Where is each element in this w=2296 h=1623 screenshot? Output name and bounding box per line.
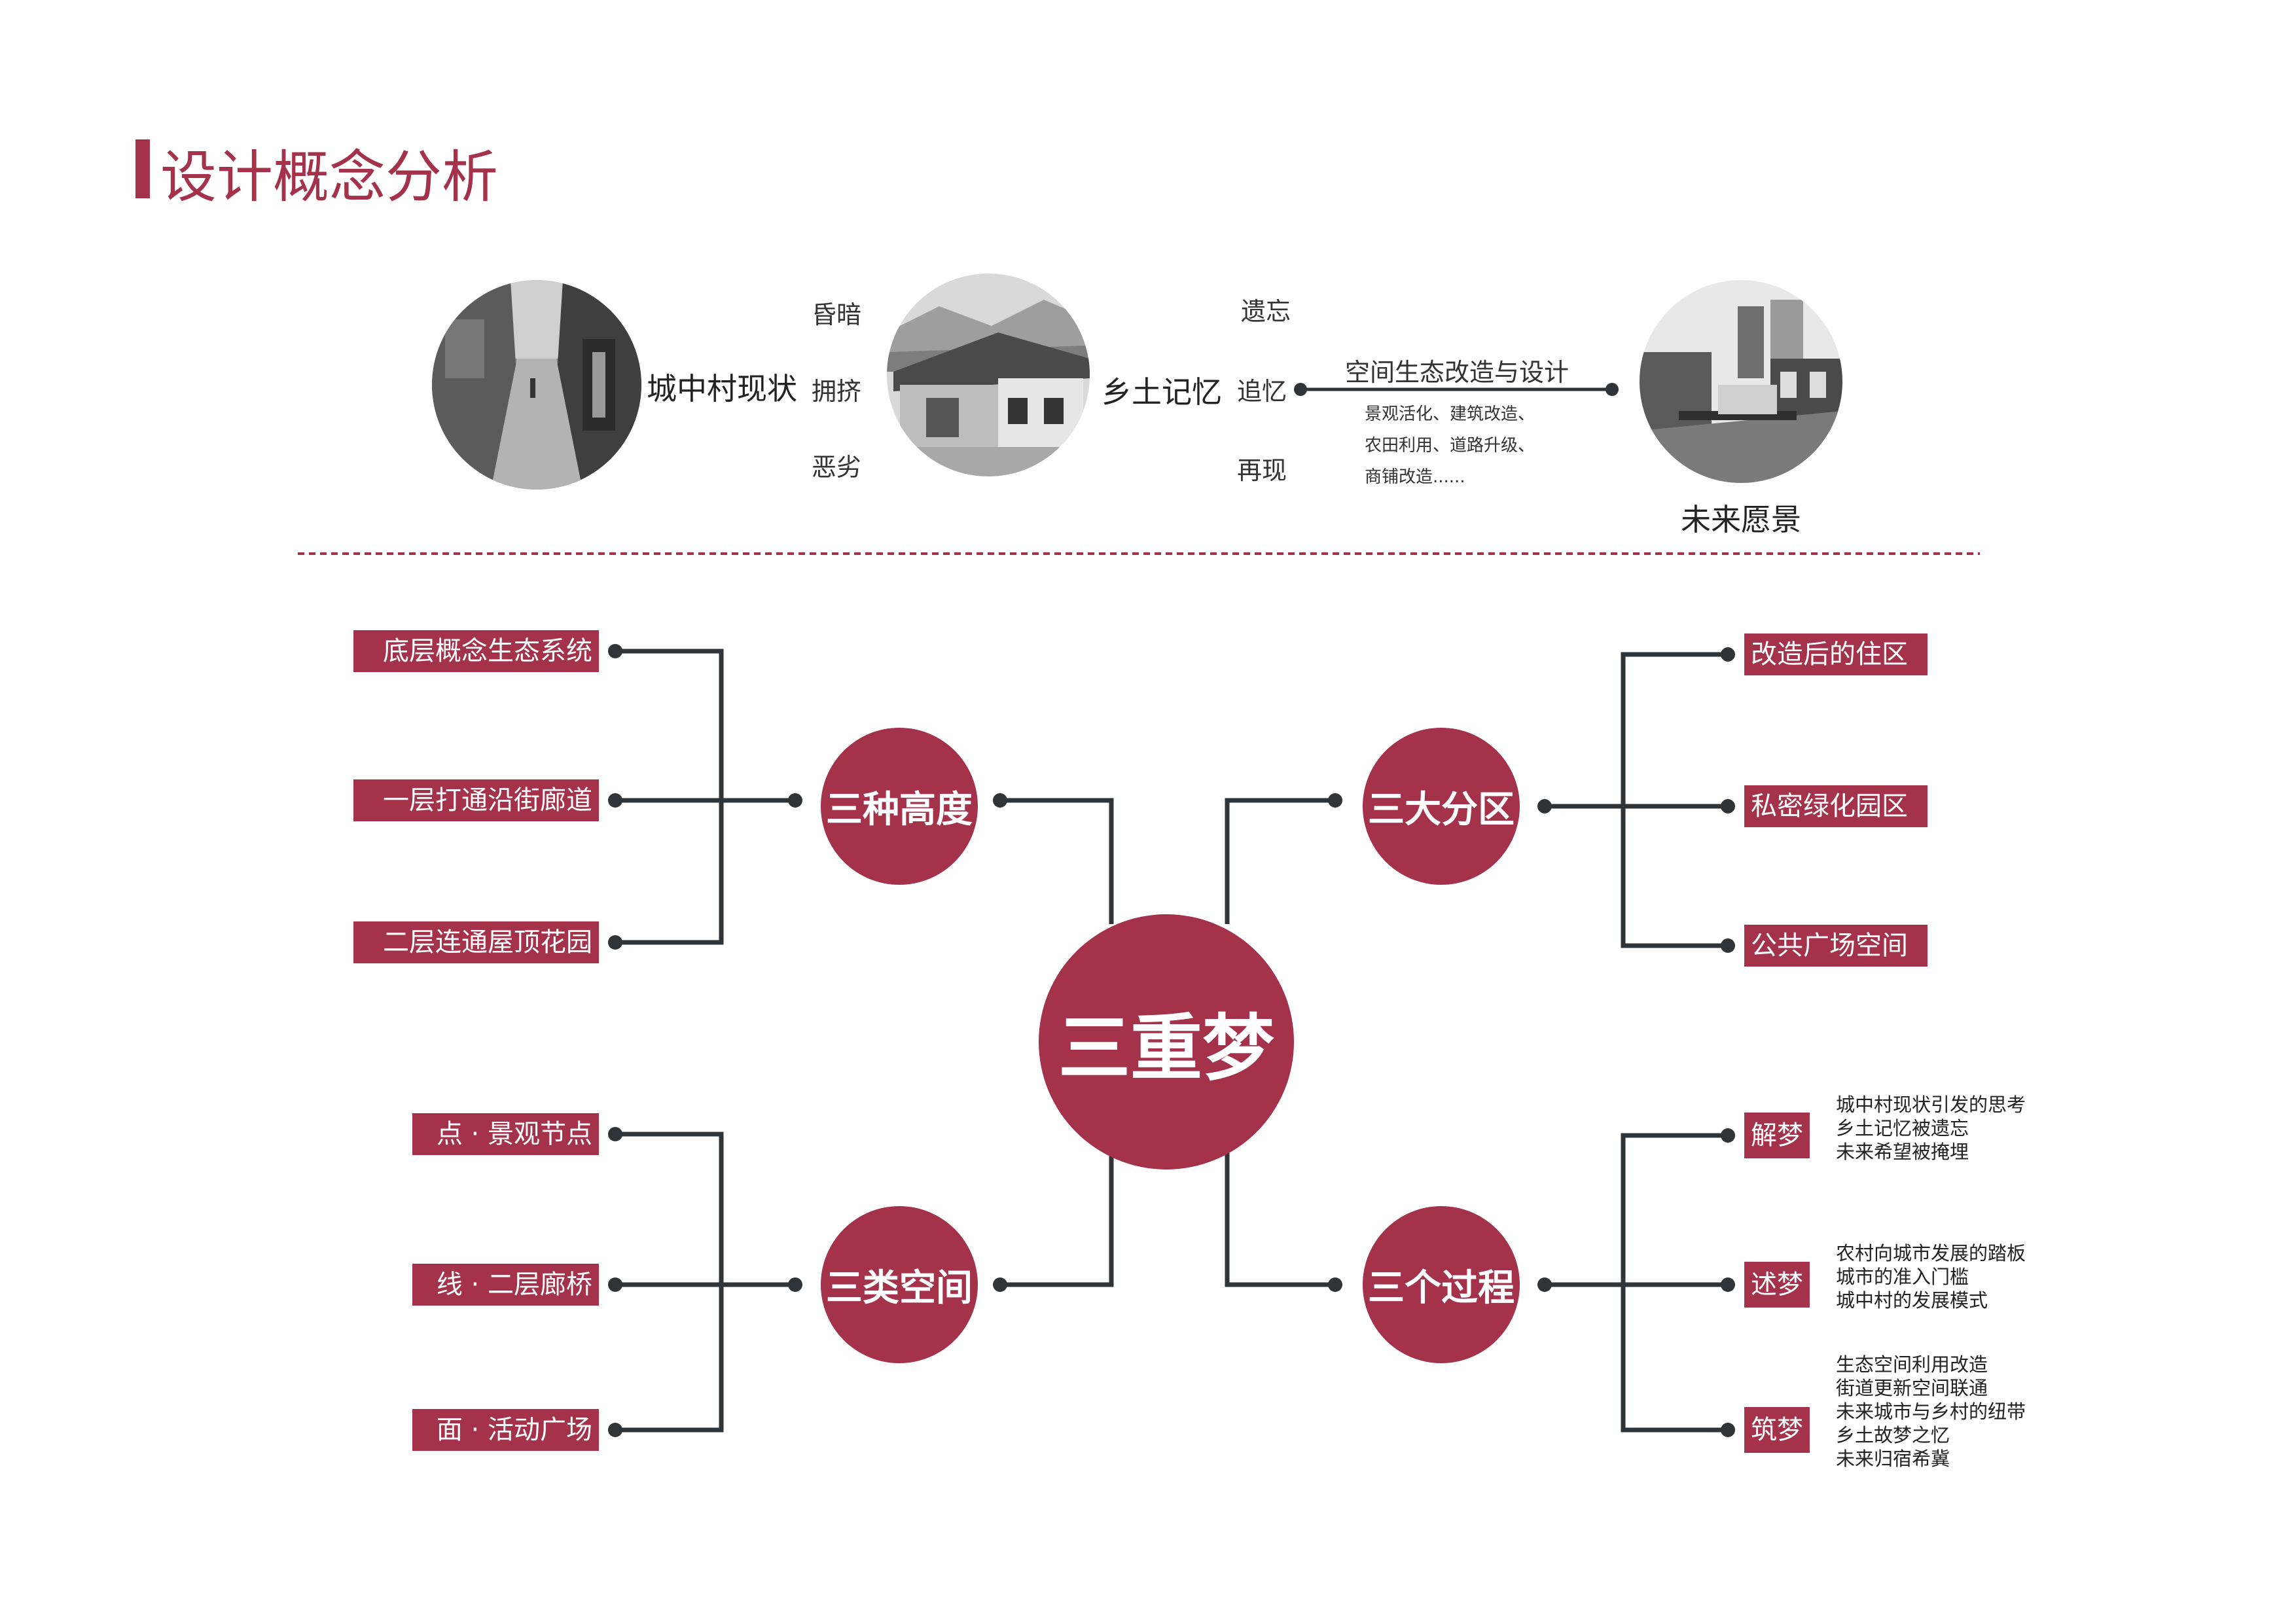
keyword-recall: 追忆 xyxy=(1237,377,1287,406)
space-item-tag: 面 · 活动广场 xyxy=(412,1409,599,1451)
future-vision-label: 未来愿景 xyxy=(1681,502,1801,537)
section-divider xyxy=(298,552,1980,555)
zone-item-tag: 改造后的住区 xyxy=(1744,633,1928,675)
flow-connector-line xyxy=(1294,383,1619,396)
stage-line: 农村向城市发展的踏板 xyxy=(1836,1242,2026,1264)
node-three-processes: 三个过程 xyxy=(1363,1206,1520,1363)
rural-memory-label: 乡土记忆 xyxy=(1102,374,1222,410)
keyword-reappear: 再现 xyxy=(1237,456,1287,485)
title-accent-bar xyxy=(135,139,150,198)
stage-line: 城市的准入门槛 xyxy=(1836,1266,1969,1288)
stage-line: 乡土记忆被遗忘 xyxy=(1836,1117,1969,1139)
stage-line: 街道更新空间联通 xyxy=(1836,1377,1988,1399)
space-item-tag: 线 · 二层廊桥 xyxy=(412,1264,599,1306)
stage-line: 生态空间利用改造 xyxy=(1836,1353,1988,1376)
rural-memory-photo xyxy=(887,274,1090,476)
space-item-tag: 点 · 景观节点 xyxy=(412,1113,599,1155)
node-three-zones: 三大分区 xyxy=(1363,728,1520,885)
future-vision-photo xyxy=(1640,280,1842,483)
arrow-note-line: 景观活化、建筑改造、 xyxy=(1365,404,1535,424)
arrow-note-line: 商铺改造...... xyxy=(1365,467,1465,487)
stage-tag: 解梦 xyxy=(1744,1113,1810,1158)
stage-line: 未来城市与乡村的纽带 xyxy=(1836,1400,2026,1423)
stage-line: 乡土故梦之忆 xyxy=(1836,1424,1950,1446)
center-node: 三重梦 xyxy=(1039,914,1294,1169)
keyword-poor: 恶劣 xyxy=(812,453,862,482)
stage-line: 城中村现状引发的思考 xyxy=(1836,1094,2026,1116)
arrow-title: 空间生态改造与设计 xyxy=(1345,358,1570,387)
keyword-forgotten: 遗忘 xyxy=(1241,297,1291,326)
height-item-tag: 底层概念生态系统 xyxy=(353,630,599,672)
height-item-tag: 二层连通屋顶花园 xyxy=(353,921,599,963)
zone-item-tag: 公共广场空间 xyxy=(1744,925,1928,967)
city-village-label: 城中村现状 xyxy=(647,371,797,406)
stage-tag: 述梦 xyxy=(1744,1262,1810,1308)
stage-description: 城中村现状引发的思考 乡土记忆被遗忘 未来希望被掩埋 xyxy=(1836,1093,2026,1164)
keyword-dim: 昏暗 xyxy=(812,300,862,329)
stage-line: 城中村的发展模式 xyxy=(1836,1289,1988,1311)
stage-tag: 筑梦 xyxy=(1744,1407,1810,1453)
arrow-note-line: 农田利用、道路升级、 xyxy=(1365,436,1535,455)
node-three-heights: 三种高度 xyxy=(821,728,978,885)
node-three-spaces: 三类空间 xyxy=(821,1206,978,1363)
keyword-crowded: 拥挤 xyxy=(812,377,862,406)
stage-line: 未来归宿希冀 xyxy=(1836,1448,1950,1470)
stage-line: 未来希望被掩埋 xyxy=(1836,1141,1969,1163)
zone-item-tag: 私密绿化园区 xyxy=(1744,785,1928,827)
stage-description: 生态空间利用改造 街道更新空间联通 未来城市与乡村的纽带 乡土故梦之忆 未来归宿… xyxy=(1836,1353,2026,1471)
height-item-tag: 一层打通沿街廊道 xyxy=(353,779,599,821)
stage-description: 农村向城市发展的踏板 城市的准入门槛 城中村的发展模式 xyxy=(1836,1241,2026,1312)
page-title: 设计概念分析 xyxy=(160,145,498,210)
city-village-photo xyxy=(432,280,641,490)
